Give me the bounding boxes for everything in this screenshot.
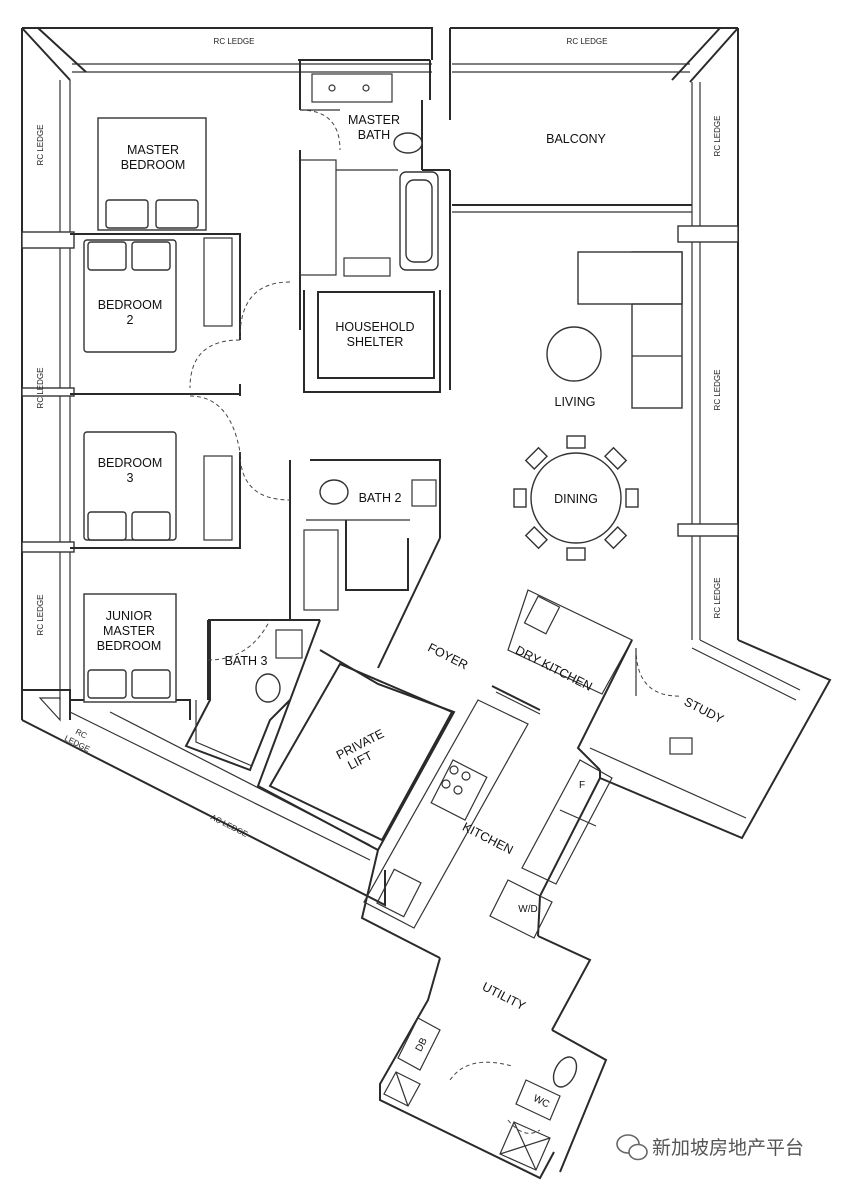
rc-ledge-right-3: RC LEDGE [713,578,722,619]
dining-chair [566,547,586,561]
rc-ledge-right-1: RC LEDGE [713,116,722,157]
foyer-label: FOYER [425,640,470,672]
utility-label: UTILITY [480,980,528,1014]
dining-chair [566,435,586,449]
master-bath-label-1: MASTER [348,113,400,127]
rc-ledge-right-2: RC LEDGE [713,370,722,411]
watermark-text: 新加坡房地产平台 [652,1137,804,1159]
kitchen-label: KITCHEN [460,820,515,857]
outer-walls [21,27,832,907]
dining-chair [524,446,548,470]
study-label: STUDY [682,695,727,727]
wechat-icon [616,1134,648,1161]
junior-master-label-2: MASTER [103,624,155,638]
household-shelter-label-2: SHELTER [347,335,404,349]
dining-set [513,435,639,561]
bedroom-2-label-1: BEDROOM [98,298,163,312]
rc-ledge-top-right: RC LEDGE [567,37,608,46]
ac-ledge-label: AC LEDGE [209,813,249,839]
rc-ledge-top-left: RC LEDGE [214,37,255,46]
dining-chair [604,446,628,470]
junior-master-label-3: BEDROOM [97,639,162,653]
junior-master-label-1: JUNIOR [106,609,153,623]
rc-ledge-left-1: RC LEDGE [36,125,45,166]
master-bedroom-label-1: MASTER [127,143,179,157]
bath-3-label: BATH 3 [225,654,268,668]
dining-chair [604,526,628,550]
balcony-label: BALCONY [546,132,606,146]
interior-walls [70,28,747,1180]
living-label: LIVING [555,395,596,409]
rc-ledge-left-2: RC LEDGE [36,368,45,409]
furniture [83,73,693,1088]
household-shelter-label-1: HOUSEHOLD [335,320,414,334]
rc-ledge-left-3: RC LEDGE [36,595,45,636]
dining-chair [513,488,527,508]
bedroom-2-label-2: 2 [127,313,134,327]
bedroom-3-label-2: 3 [127,471,134,485]
master-bedroom-label-2: BEDROOM [121,158,186,172]
bedroom-3-label-1: BEDROOM [98,456,163,470]
master-bath-label-2: BATH [358,128,390,142]
db-label: DB [414,1036,430,1054]
dining-label: DINING [554,492,598,506]
coffee-table [546,326,602,382]
dry-kitchen-label: DRY KITCHEN [513,643,594,694]
bath-2-label: BATH 2 [359,491,402,505]
fridge-label: F [579,780,585,791]
doors [189,109,683,1134]
dining-chair [625,488,639,508]
wc-label: WC [531,1093,551,1110]
dining-chair [524,526,548,550]
watermark: 新加坡房地产平台 [616,1134,804,1161]
wd-label: W/D [518,904,537,915]
